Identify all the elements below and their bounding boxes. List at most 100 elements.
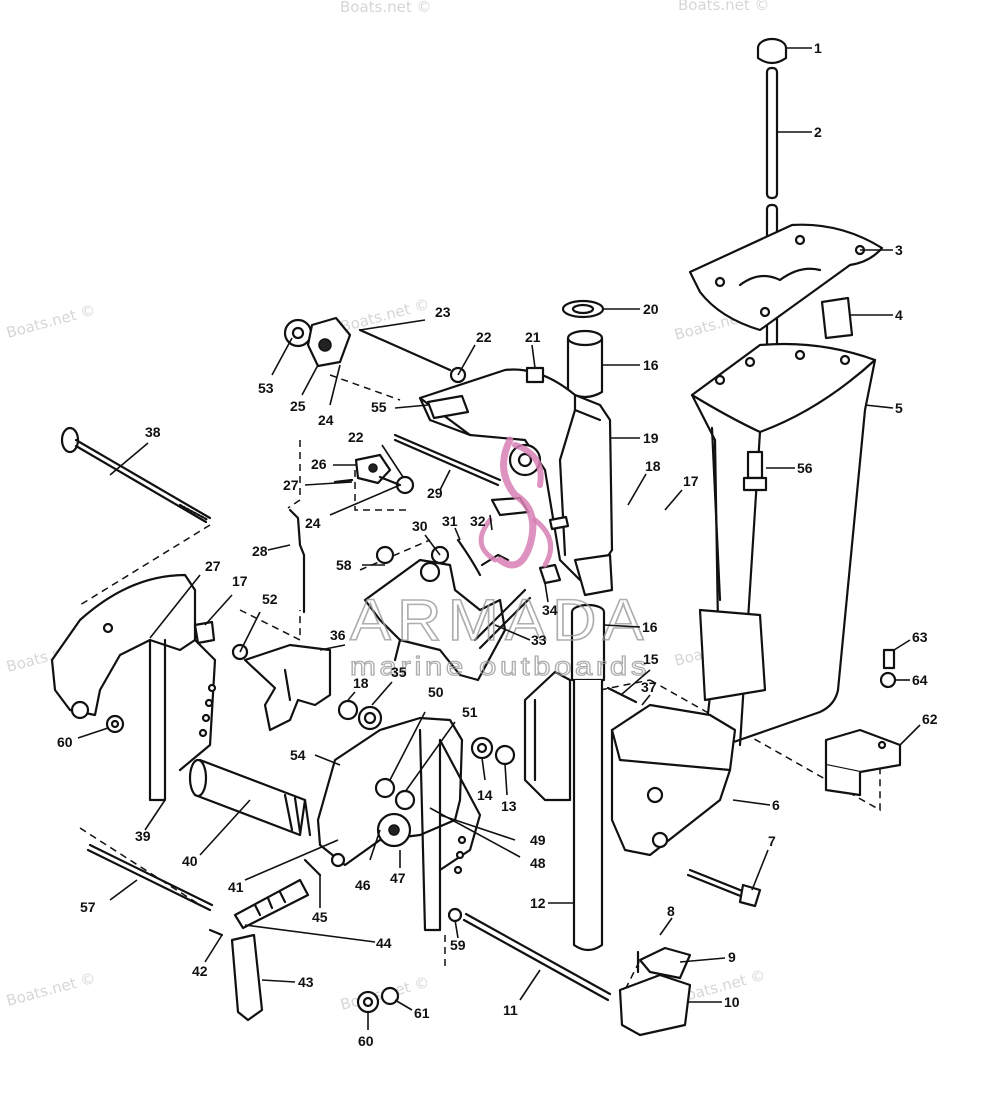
watermark-text: Boats.net ©: [678, 0, 770, 14]
watermark-text: Boats.net ©: [340, 0, 432, 16]
part-driveshaft-housing: [690, 342, 877, 747]
callout-number: 58: [336, 557, 352, 573]
part-thrust-rod-spring: [188, 758, 312, 837]
callout-number: 62: [922, 711, 938, 727]
callout-number: 53: [258, 380, 274, 396]
callout-number: 60: [57, 734, 73, 750]
watermark-text: Boats.net ©: [338, 295, 431, 336]
callout-number: 31: [442, 513, 458, 529]
callout-number: 15: [643, 651, 659, 667]
callout-number: 19: [643, 430, 659, 446]
callout-number: 24: [318, 412, 334, 428]
part-nut: [470, 736, 516, 766]
part-tilt-lever: [243, 643, 332, 732]
callout-number: 14: [477, 787, 493, 803]
callout-number: 39: [135, 828, 151, 844]
callout-number: 34: [542, 602, 558, 618]
callout-number: 63: [912, 629, 928, 645]
callout-number: 1: [814, 40, 822, 56]
part-pivot-rod: [393, 433, 502, 487]
callout-number: 17: [232, 573, 248, 589]
callout-number: 18: [353, 675, 369, 691]
callout-number: 55: [371, 399, 387, 415]
callout-number: 60: [358, 1033, 374, 1049]
callout-number: 9: [728, 949, 736, 965]
part-plug: [525, 366, 545, 384]
watermark-text: Boats.net ©: [4, 301, 97, 342]
callout-number: 43: [298, 974, 314, 990]
watermark-text: Boats.net ©: [4, 969, 97, 1010]
callout-number: 8: [667, 903, 675, 919]
callout-number: 42: [192, 963, 208, 979]
callout-number: 5: [895, 400, 903, 416]
callout-number: 30: [412, 518, 428, 534]
part-lock-plate: [306, 316, 352, 368]
callout-number: 49: [530, 832, 546, 848]
part-link-rod: [288, 508, 306, 614]
callout-number: 36: [330, 627, 346, 643]
part-swivel-tube: [570, 603, 638, 952]
part-spring-clip: [337, 699, 383, 731]
callout-number: 16: [643, 357, 659, 373]
part-tilt-tube-bolt: [60, 426, 212, 524]
part-cam: [333, 453, 415, 495]
part-bolt-small: [193, 620, 249, 661]
part-friction-knob: [376, 812, 412, 848]
callout-number: 51: [462, 704, 478, 720]
callout-number: 35: [391, 664, 407, 680]
callout-number: 21: [525, 329, 541, 345]
callout-number: 4: [895, 307, 903, 323]
callout-number: 64: [912, 672, 928, 688]
callout-number: 24: [305, 515, 321, 531]
logo-tagline-text: marine outboards: [350, 651, 650, 681]
part-bushing: [561, 299, 605, 399]
logo-brand-text: ARMADA: [350, 588, 650, 653]
callout-number: 54: [290, 747, 306, 763]
callout-number: 32: [470, 513, 486, 529]
part-clamp-bracket: [610, 703, 737, 857]
part-clamp-bolt: [686, 868, 762, 908]
callout-number: 40: [182, 853, 198, 869]
callout-number: 56: [797, 460, 813, 476]
part-tilt-lock-rod: [233, 858, 322, 930]
callout-number: 22: [476, 329, 492, 345]
callout-number: 20: [643, 301, 659, 317]
callout-number: 52: [262, 591, 278, 607]
callout-number: 46: [355, 877, 371, 893]
callout-number: 57: [80, 899, 96, 915]
part-handle: [208, 928, 264, 1022]
callout-number: 10: [724, 994, 740, 1010]
callout-number: 17: [683, 473, 699, 489]
part-bolt-long: [358, 328, 467, 384]
callout-number: 61: [414, 1005, 430, 1021]
part-tilt-tube: [462, 912, 612, 1002]
callout-number: 12: [530, 895, 546, 911]
callout-number: 22: [348, 429, 364, 445]
watermark-layer: Boats.net © Boats.net © Boats.net © Boat…: [4, 0, 769, 1014]
callout-number: 48: [530, 855, 546, 871]
leader-lines: [77, 47, 921, 1030]
callout-number: 3: [895, 242, 903, 258]
part-grommet: [756, 37, 788, 65]
callout-number: 7: [768, 833, 776, 849]
callout-number: 45: [312, 909, 328, 925]
callout-number: 33: [531, 632, 547, 648]
callout-number: 16: [642, 619, 658, 635]
part-rod-lower: [86, 843, 214, 912]
callout-number: 11: [503, 1002, 518, 1018]
callout-number: 2: [814, 124, 822, 140]
callout-number: 26: [311, 456, 327, 472]
part-lock-nut: [356, 907, 463, 1014]
brand-logo: ARMADA marine outboards: [349, 436, 650, 682]
callout-number: 38: [145, 424, 161, 440]
callout-number: 37: [641, 679, 657, 695]
part-adjustment-rod-holes: [198, 683, 217, 738]
logo-mark: [478, 436, 554, 569]
part-anode-plate: [824, 648, 902, 797]
callout-number: 18: [645, 458, 661, 474]
callout-number: 29: [427, 485, 443, 501]
callout-number: 13: [501, 798, 517, 814]
part-transom-bracket-left: [50, 573, 217, 802]
part-steering-arm: [523, 670, 572, 802]
